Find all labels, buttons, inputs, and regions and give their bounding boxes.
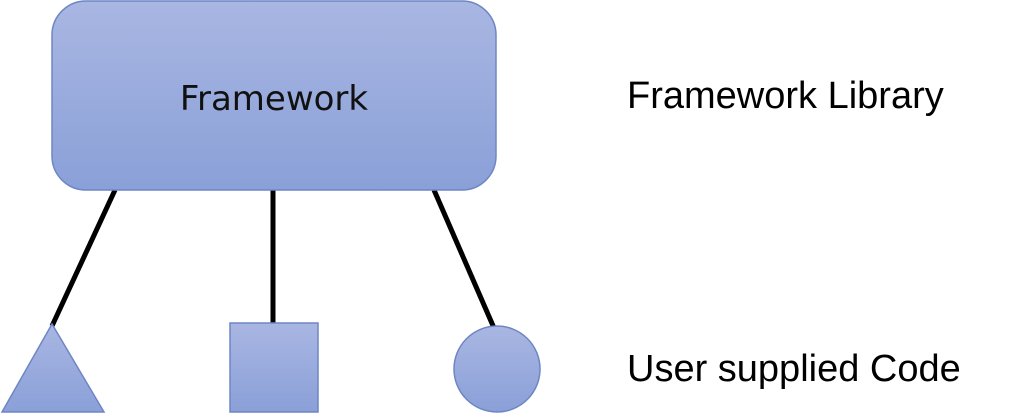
framework-box-label: Framework	[180, 79, 369, 119]
user-supplied-code-label: User supplied Code	[627, 348, 961, 390]
framework-library-label: Framework Library	[627, 75, 944, 117]
connector-left	[49, 188, 118, 328]
framework-box	[51, 0, 497, 191]
triangle-shape	[0, 322, 106, 413]
circle-shape	[453, 325, 541, 413]
square-shape	[229, 322, 319, 413]
connector-right	[431, 189, 497, 329]
